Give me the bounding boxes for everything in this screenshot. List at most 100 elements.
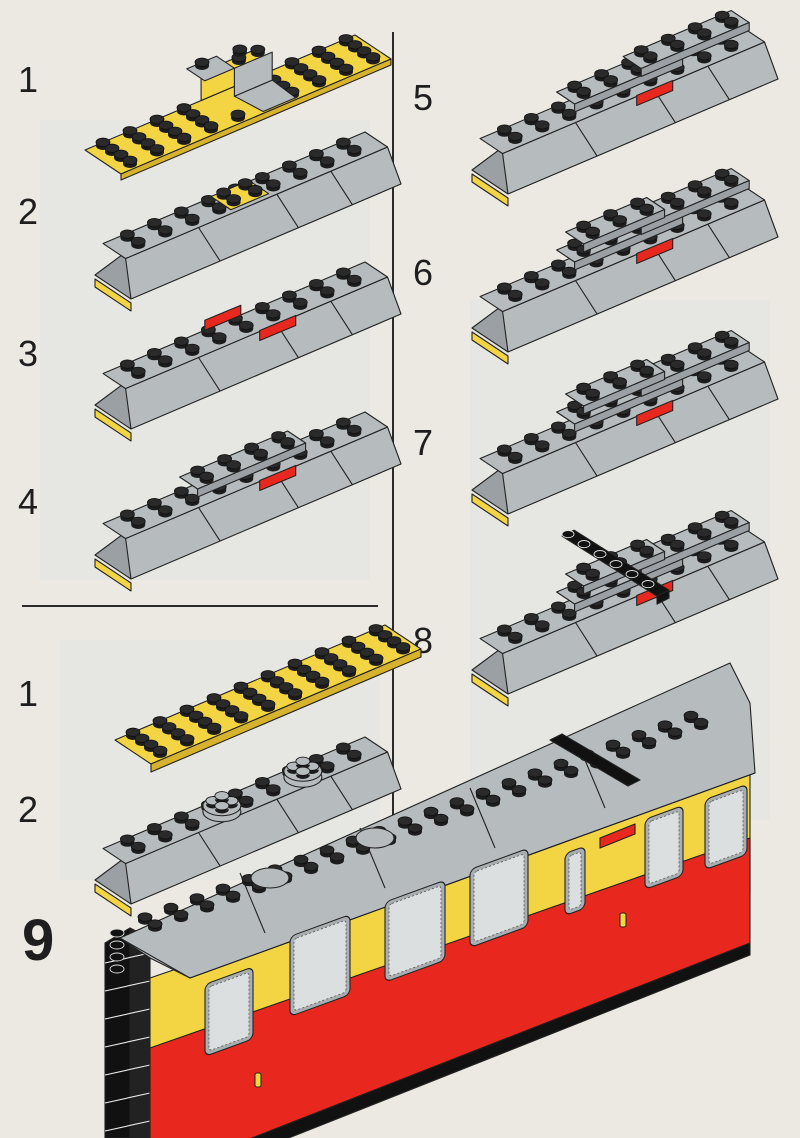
black-plate-stud — [577, 540, 591, 549]
black-plate-end — [656, 589, 670, 605]
stud — [687, 180, 703, 190]
stud — [224, 705, 240, 715]
base-plate-edge — [471, 673, 509, 707]
red-brick — [636, 79, 674, 106]
step-number: 5 — [413, 77, 434, 118]
stud — [630, 359, 646, 369]
brick-line — [104, 1036, 151, 1048]
stud — [335, 417, 351, 427]
stud — [630, 539, 646, 549]
yellow-plate-side — [120, 58, 392, 181]
stud — [359, 647, 375, 657]
brick-seam — [330, 170, 353, 205]
stud — [696, 209, 712, 219]
stud — [287, 688, 303, 698]
window-glass — [293, 920, 347, 1011]
stud — [585, 388, 601, 398]
stud — [563, 765, 579, 776]
stud — [211, 332, 227, 342]
step-number: 2 — [18, 191, 39, 232]
stud — [507, 131, 523, 141]
window-glass — [473, 854, 525, 942]
stud — [253, 448, 269, 458]
stud — [104, 143, 120, 153]
stud — [238, 320, 254, 330]
stud — [567, 80, 582, 90]
stud — [485, 794, 501, 804]
stud — [630, 197, 646, 207]
stud — [585, 568, 601, 578]
step-number: 6 — [413, 252, 434, 293]
roof-edge — [119, 772, 756, 979]
stud — [194, 115, 210, 125]
stud — [120, 509, 135, 519]
stud — [232, 44, 248, 54]
stud — [131, 132, 147, 142]
roof-with-round-bricks-illustration — [94, 736, 402, 917]
stud — [687, 22, 703, 32]
stud — [158, 120, 174, 130]
stud — [292, 167, 308, 177]
stud — [551, 259, 566, 269]
round-brick-stud — [214, 801, 230, 811]
yellow-plate-side — [150, 648, 422, 773]
brick-seam — [575, 280, 598, 315]
stud — [561, 108, 577, 118]
red-brick — [259, 314, 297, 341]
stud — [122, 155, 138, 165]
stud — [293, 854, 309, 864]
brick-line — [104, 1092, 151, 1104]
stud — [303, 861, 319, 871]
stud — [305, 670, 321, 680]
stud — [271, 431, 287, 441]
stacked-plate-side — [197, 442, 307, 498]
stud — [174, 486, 189, 496]
stud — [265, 784, 281, 794]
stud — [147, 823, 162, 833]
red-brick — [204, 304, 242, 331]
stud — [125, 727, 141, 737]
stud — [323, 653, 339, 663]
stud — [386, 636, 402, 646]
stud — [683, 710, 699, 721]
stud — [714, 330, 730, 340]
stud — [524, 433, 539, 443]
brick-seam — [707, 565, 730, 600]
window-glass — [708, 790, 744, 864]
brick-seam — [707, 65, 730, 100]
stud — [594, 69, 610, 79]
step-number: 1 — [18, 673, 39, 714]
stud — [120, 359, 135, 369]
stud — [281, 160, 297, 170]
stud — [113, 149, 129, 159]
black-end-wall-side — [129, 927, 151, 1138]
black-plate-stud — [593, 550, 607, 559]
stud — [130, 516, 146, 526]
stud — [714, 168, 730, 178]
stud — [696, 186, 712, 196]
stud — [723, 336, 739, 346]
brick-seam — [707, 385, 730, 420]
door-handle — [254, 1072, 262, 1088]
stud — [130, 236, 146, 246]
step-number: 2 — [18, 789, 39, 830]
roof-with-red-bricks-illustration — [94, 261, 402, 442]
stud — [534, 440, 550, 450]
base-plate-edge — [94, 558, 132, 592]
window-glass — [388, 886, 442, 977]
stud — [157, 225, 173, 235]
stud — [669, 39, 685, 49]
stud — [251, 693, 267, 703]
stud — [226, 460, 242, 470]
red-brick — [636, 237, 674, 264]
stud — [238, 795, 254, 805]
brick-seam — [707, 223, 730, 258]
stud — [157, 355, 173, 365]
stud — [189, 893, 205, 903]
stud — [247, 184, 263, 195]
stud — [507, 451, 523, 461]
stud — [475, 787, 491, 797]
brick-seam — [575, 622, 598, 657]
stud — [612, 215, 628, 225]
slope-brick — [233, 51, 273, 97]
